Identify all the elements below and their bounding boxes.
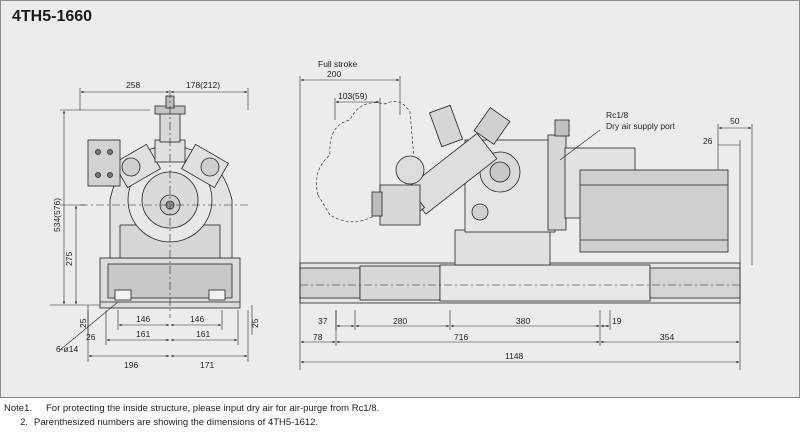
dim-side-19: 19 — [612, 316, 622, 326]
port-label-rc: Rc1/8 — [606, 110, 628, 120]
note-2-number: 2. — [20, 417, 28, 428]
dim-side-26: 26 — [703, 136, 713, 146]
side-dimensions — [299, 76, 753, 370]
dim-side-103: 103(59) — [338, 91, 367, 101]
dim-front-146-right: 146 — [190, 314, 204, 324]
dim-side-1148: 1148 — [505, 351, 524, 361]
dim-front-258: 258 — [126, 80, 140, 90]
dim-full-stroke-200: 200 — [327, 69, 341, 79]
dim-side-78: 78 — [313, 332, 323, 342]
note-2: 2. Parenthesized numbers are showing the … — [4, 417, 318, 428]
dim-front-holes: 6-ø14 — [56, 344, 78, 354]
dim-front-171: 171 — [200, 360, 214, 370]
dim-side-280: 280 — [393, 316, 407, 326]
dim-side-354: 354 — [660, 332, 674, 342]
dim-front-196: 196 — [124, 360, 138, 370]
dim-front-534: 534(576) — [52, 198, 62, 232]
dim-front-178: 178(212) — [186, 80, 220, 90]
front-motor-box — [87, 139, 121, 187]
side-saddle — [454, 229, 551, 266]
note-1-number: Note1. — [4, 403, 32, 414]
side-motor-housing — [579, 169, 729, 253]
dim-front-275: 275 — [64, 252, 74, 266]
dim-side-380: 380 — [516, 316, 530, 326]
dim-front-161-right: 161 — [196, 329, 210, 339]
dim-full-stroke-label: Full stroke — [318, 59, 357, 69]
dim-front-146-left: 146 — [136, 314, 150, 324]
dim-front-161-left: 161 — [136, 329, 150, 339]
front-view — [80, 90, 250, 318]
note-1-text: For protecting the inside structure, ple… — [46, 403, 380, 414]
dim-front-25-right: 25 — [250, 318, 260, 328]
port-label-dry-air: Dry air supply port — [606, 121, 676, 131]
note-2-text: Parenthesized numbers are showing the di… — [34, 417, 319, 428]
dim-side-716: 716 — [454, 332, 468, 342]
dimension-drawing: 258 178(212) 534(576) 275 25 25 146 146 … — [50, 59, 753, 370]
dim-side-50: 50 — [730, 116, 740, 126]
dim-front-26: 26 — [86, 332, 96, 342]
side-view — [299, 101, 741, 304]
model-title: 4TH5-1660 — [12, 8, 93, 25]
dim-front-25-left: 25 — [78, 318, 88, 328]
note-1: Note1. For protecting the inside structur… — [4, 403, 379, 414]
front-dimensions — [50, 88, 253, 362]
dim-side-37: 37 — [318, 316, 328, 326]
